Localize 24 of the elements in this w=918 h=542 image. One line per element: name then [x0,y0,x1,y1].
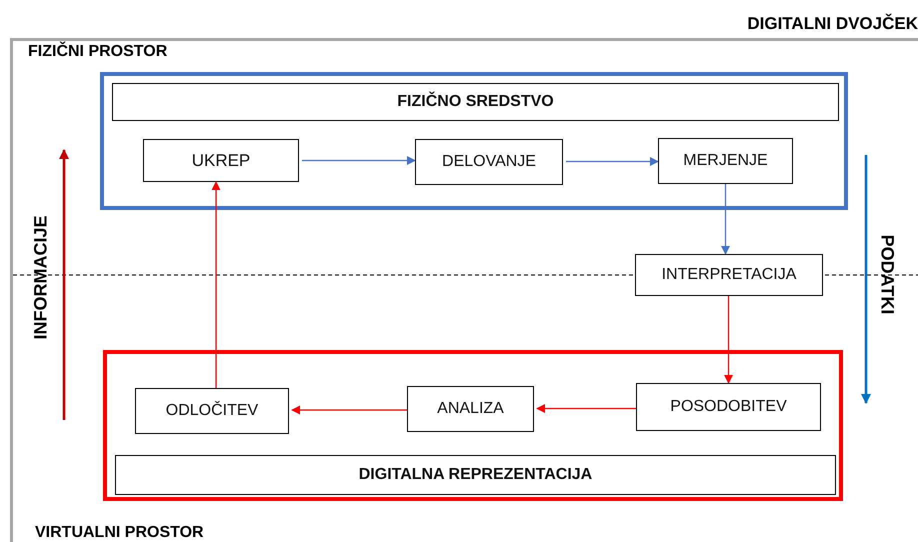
header-box: DIGITALNA REPREZENTACIJA [115,455,836,495]
process-box: POSODOBITEV [636,383,821,431]
region-frame [10,38,918,542]
arrow [212,181,220,388]
process-box: UKREP [143,139,299,182]
arrow [291,406,407,414]
header-box: FIZIČNO SREDSTVO [112,83,839,121]
process-box: INTERPRETACIJA [635,254,823,296]
arrow [721,184,730,255]
process-box: MERJENJE [658,138,793,184]
axis-label: PODATKI [876,234,898,314]
arrow [302,156,416,165]
arrow [566,157,659,166]
process-box: ODLOČITEV [135,388,289,434]
process-box: ANALIZA [407,386,534,432]
arrow [724,296,733,384]
region-label: FIZIČNI PROSTOR [28,43,168,61]
diagram-title: DIGITALNI DVOJČEK [747,14,918,34]
arrow [536,404,636,413]
group-frame [103,350,843,501]
axis-label: INFORMACIJE [30,216,52,340]
region-label: VIRTUALNI PROSTOR [35,524,204,542]
group-frame [100,72,848,210]
process-box: DELOVANJE [415,139,563,185]
